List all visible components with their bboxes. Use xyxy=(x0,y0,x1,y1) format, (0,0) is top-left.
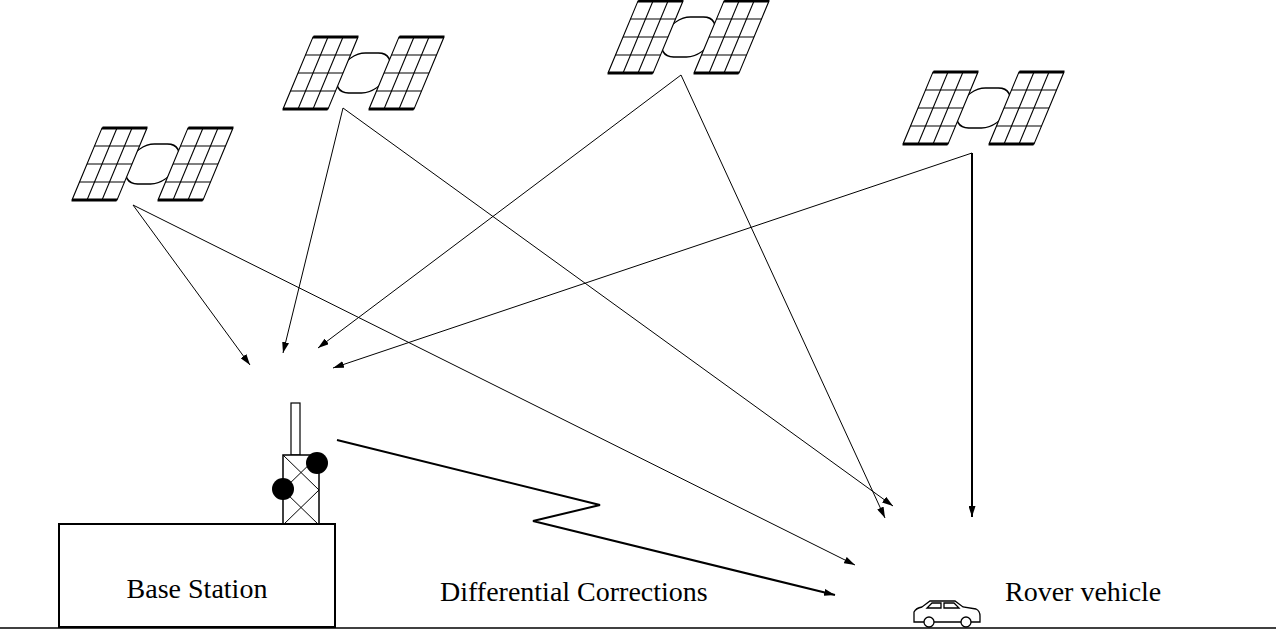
signal-ray xyxy=(971,153,973,517)
signal-ray xyxy=(133,205,855,565)
satellite xyxy=(608,1,769,73)
satellite-signals xyxy=(133,75,972,565)
station-box: Base Station xyxy=(58,523,336,628)
radio-link xyxy=(337,440,835,595)
signal-ray xyxy=(333,153,972,368)
link-label: Differential Corrections xyxy=(440,575,708,609)
vehicle-label: Rover vehicle xyxy=(1005,575,1161,609)
signal-ray xyxy=(343,108,893,506)
antenna-tower xyxy=(272,403,328,525)
car-icon xyxy=(914,601,980,627)
satellite xyxy=(72,128,233,200)
satellite xyxy=(903,72,1064,144)
signal-ray xyxy=(681,75,885,518)
box-label: Base Station xyxy=(117,572,278,626)
satellite xyxy=(283,37,444,109)
signal-ray xyxy=(283,108,343,353)
signal-ray xyxy=(318,75,681,348)
signal-ray xyxy=(133,205,250,365)
